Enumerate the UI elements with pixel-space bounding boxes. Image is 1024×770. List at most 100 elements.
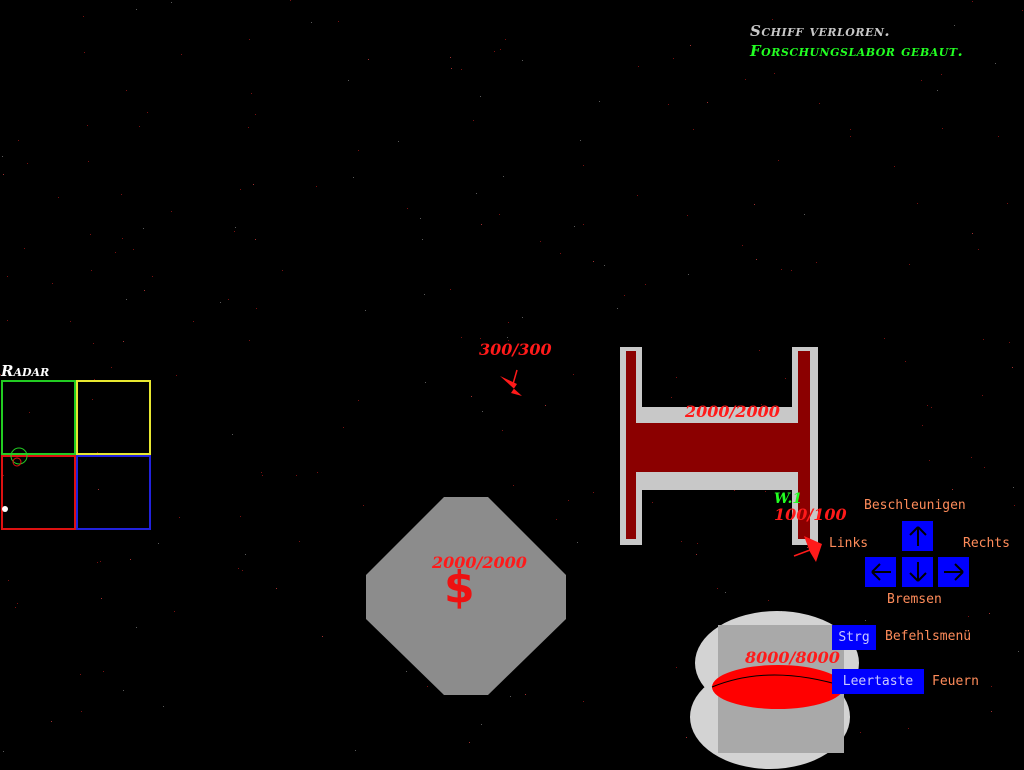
star [249,340,250,341]
star [482,411,483,412]
trade-station[interactable] [366,497,566,697]
star [144,290,145,291]
star [123,690,124,691]
star [734,490,735,491]
star [7,320,8,321]
star [583,701,584,702]
radar-blip-self [2,506,8,512]
player-ship-tag: W.1 [774,491,803,507]
star [505,39,506,40]
star [130,559,131,560]
star [15,607,16,608]
star [954,25,955,26]
radar-view-circle [10,447,28,465]
star [87,125,88,126]
star [299,541,300,542]
star [668,104,669,105]
star [1022,10,1023,11]
star [158,543,159,544]
radar-blip-enemy [12,457,22,467]
star [791,270,792,271]
down-key[interactable] [902,557,933,587]
star [249,39,250,40]
radar-quadrant-top-left[interactable] [1,380,76,455]
star [0,374,1,375]
star [358,150,359,151]
star [296,475,297,476]
star [480,338,481,339]
space-key[interactable]: Leertaste [832,669,924,694]
star [163,706,164,707]
enemy-fighter[interactable] [495,366,529,400]
star [256,308,257,309]
star [499,214,500,215]
radar-title: Radar [1,362,50,380]
right-key[interactable] [938,557,969,587]
star [29,412,30,413]
star [143,228,144,229]
star [624,295,625,296]
star [991,711,992,712]
star [693,129,694,130]
star [545,405,546,406]
star [24,248,25,249]
star [111,367,112,368]
star [765,491,766,492]
star [255,239,256,240]
star [889,502,890,503]
star [3,174,4,175]
star [193,321,194,322]
star [228,299,229,300]
ctrl-key[interactable]: Strg [832,625,876,650]
star [1012,367,1013,368]
up-key[interactable] [902,521,933,551]
star [507,337,508,338]
left-label: Links [829,536,869,551]
star [316,186,317,187]
star [136,627,137,628]
star [311,22,312,23]
star [804,214,805,215]
star [690,45,691,46]
star [972,233,973,234]
fighter-hull [500,376,522,396]
radar-quadrant-bottom-right[interactable] [76,455,151,530]
star [248,127,249,128]
research-lab[interactable] [618,345,820,547]
star [358,400,359,401]
lab-hp-label: 2000/2000 [685,402,780,421]
radar-quadrant-bottom-left[interactable] [1,455,76,530]
star [971,457,972,458]
star [322,636,323,637]
radar[interactable] [1,380,151,530]
star [998,136,999,137]
star [126,299,127,300]
star [398,141,399,142]
star [8,580,9,581]
star [717,588,718,589]
star [232,434,233,435]
star [637,195,638,196]
star [262,475,263,476]
shipyard[interactable] [690,605,865,770]
radar-quadrant-top-right[interactable] [76,380,151,455]
star [560,253,561,254]
star [1007,203,1008,204]
star [469,742,470,743]
star [176,375,177,376]
star [103,671,104,672]
star [1009,342,1010,343]
star [179,517,180,518]
star [27,163,28,164]
star [220,302,221,303]
star [850,136,851,137]
star [617,308,618,309]
star [81,711,82,712]
star [513,485,514,486]
star [884,338,885,339]
star [3,751,4,752]
player-ship[interactable] [790,530,826,564]
left-key[interactable] [865,557,896,587]
star [593,261,594,262]
